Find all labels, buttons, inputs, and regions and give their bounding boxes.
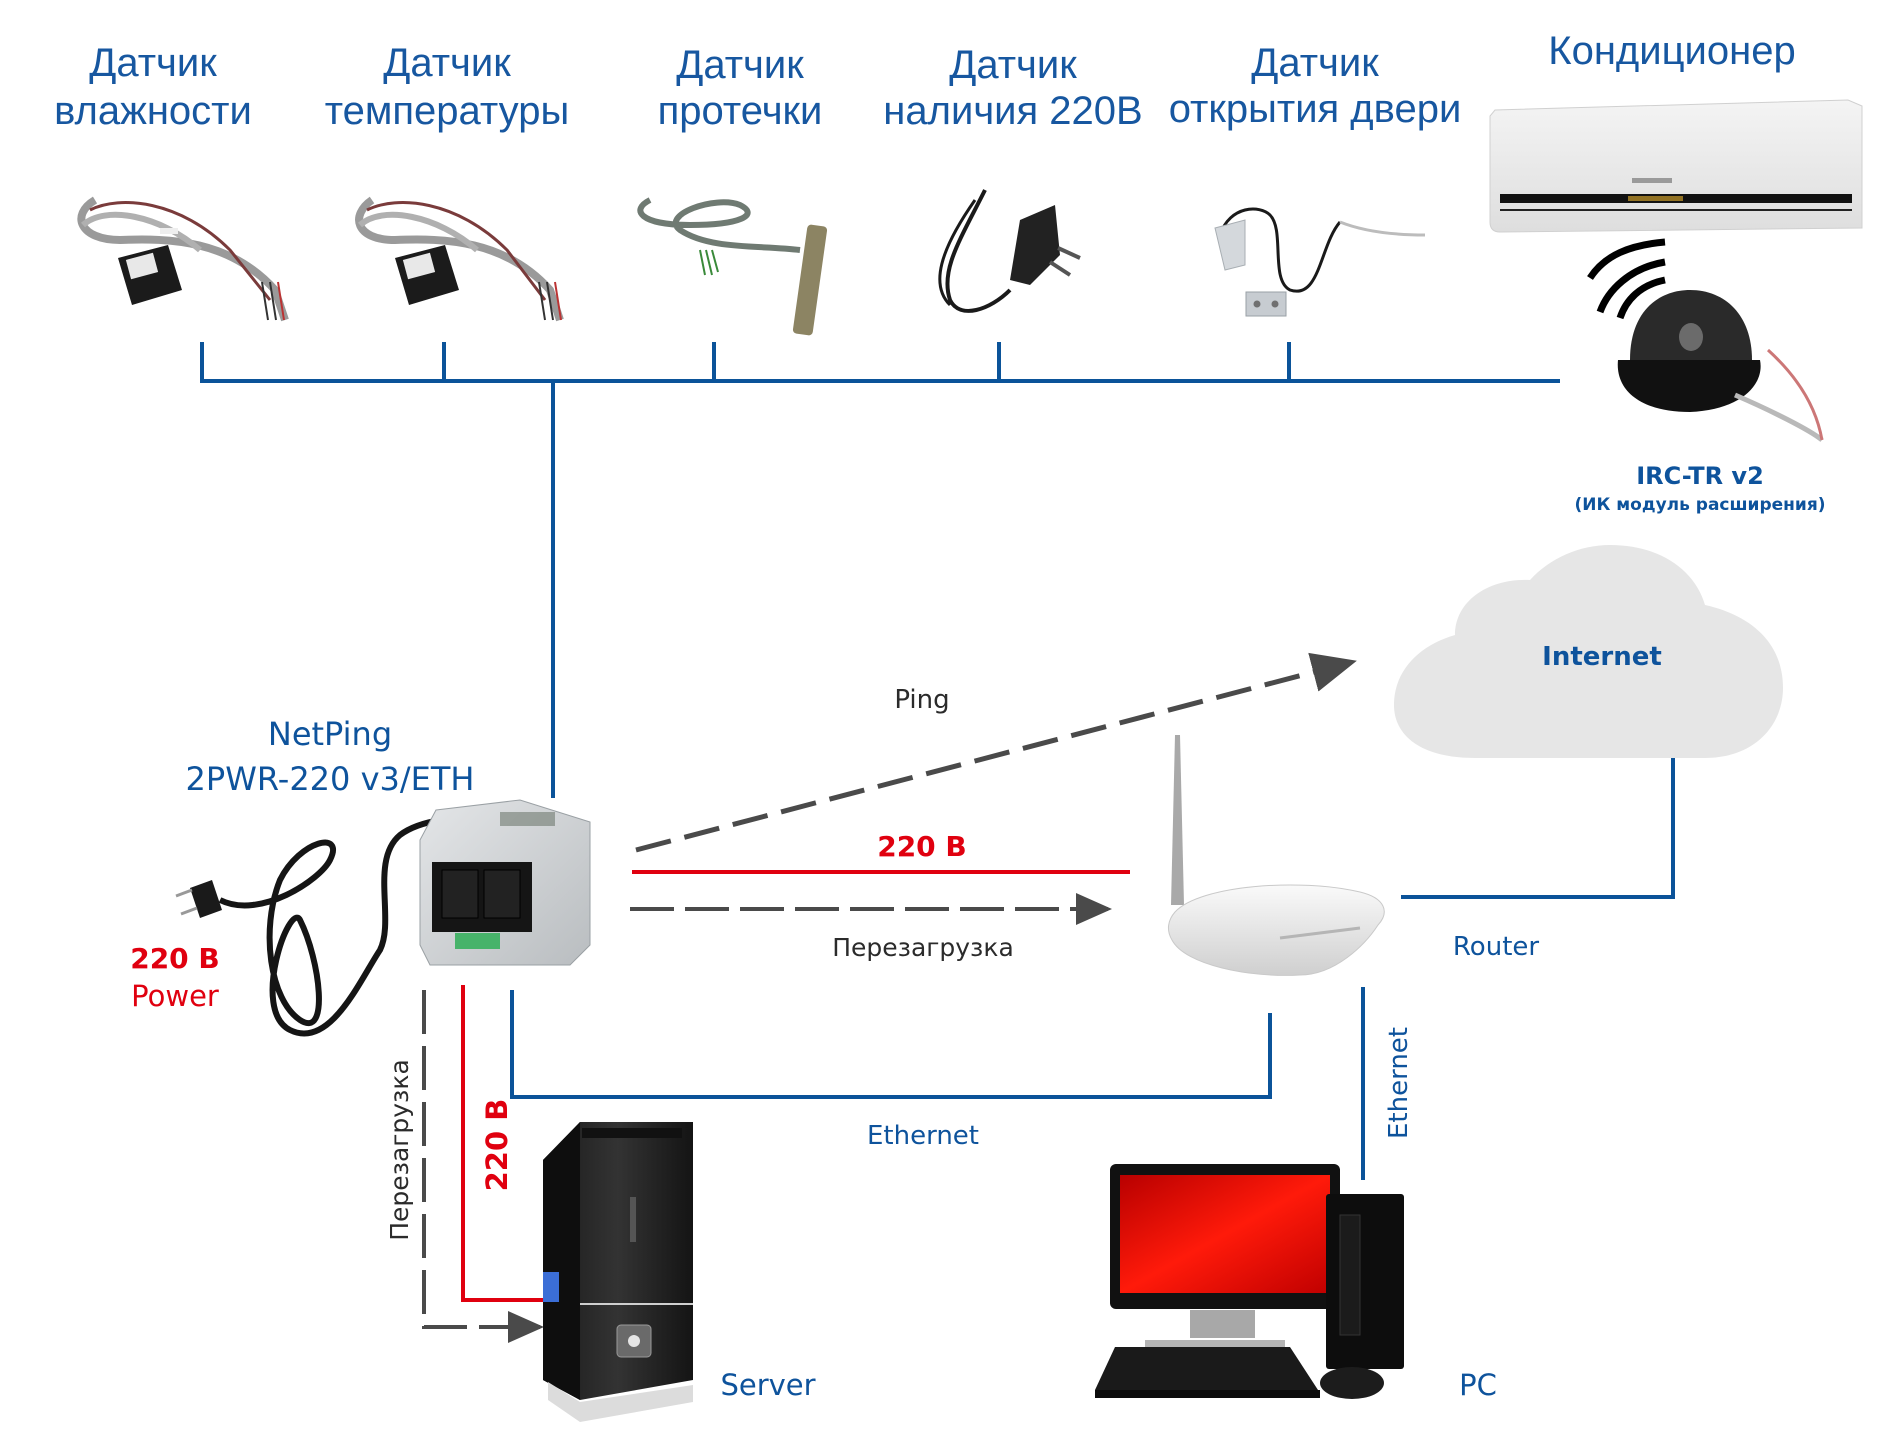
power-server-label: 220 В [480,1099,514,1192]
sensor-label-door: Датчик открытия двери [1169,41,1462,131]
voltage-sensor-icon [938,189,1081,313]
sensor-type: протечки [658,89,823,133]
air-conditioner-icon [1489,99,1863,233]
ethernet-line-router [510,990,1272,1099]
reboot-router-label: Перезагрузка [832,933,1014,962]
ir-module-name: IRC-TR v2 [1636,462,1764,490]
sensor-title: Датчик [383,41,511,85]
ping-label: Ping [894,685,949,715]
door-sensor-icon [1214,207,1426,317]
sensor-label-temperature: Датчик температуры [325,41,569,133]
sensor-title: Датчик [676,43,804,87]
desktop-pc-icon [1095,1164,1404,1399]
ir-module-subtitle: (ИК модуль расширения) [1574,495,1825,515]
power-input-voltage: 220 В [130,942,220,975]
reboot-server-label: Перезагрузка [385,1059,414,1241]
internet-label: Internet [1542,642,1662,672]
netping-device-icon [419,799,591,966]
sensor-title: Датчик [949,43,1077,87]
power-line-server [461,985,543,1302]
sensor-title: Датчик [1251,41,1379,85]
netping-name: NetPing [268,715,392,753]
sensor-title: Датчик [89,41,217,85]
power-input-label: Power [131,979,219,1013]
power-router-label: 220 В [877,830,967,863]
sensor-label-voltage: Датчик наличия 220В [883,43,1142,133]
ethernet-router-label: Ethernet [867,1121,979,1151]
power-plug-icon [175,815,486,1037]
air-conditioner-label: Кондиционер [1548,29,1795,73]
ir-dome-module-icon [1587,238,1824,442]
sensor-bus [200,342,1560,798]
router-label: Router [1453,932,1539,962]
sensor-type: открытия двери [1169,87,1462,131]
sensor-type: температуры [325,89,569,133]
netping-model: 2PWR-220 v3/ETH [186,760,475,798]
server-label: Server [720,1368,815,1402]
sensor-label-leak: Датчик протечки [658,43,823,133]
wifi-router-icon [1167,735,1385,976]
sensor-type: влажности [54,89,252,133]
router-internet-line [1401,758,1675,899]
humidity-sensor-icon [77,196,289,322]
ping-arrow [635,652,1357,853]
sensor-label-humidity: Датчик влажности [54,41,252,133]
sensor-type: наличия 220В [883,89,1142,133]
pc-label: PC [1459,1368,1497,1402]
server-tower-icon [543,1122,693,1422]
reboot-arrow-server [422,990,530,1329]
temperature-sensor-icon [355,196,564,322]
ethernet-pc-label: Ethernet [1384,1027,1414,1139]
cloud-icon [1394,545,1783,758]
leak-sensor-icon [637,197,828,336]
